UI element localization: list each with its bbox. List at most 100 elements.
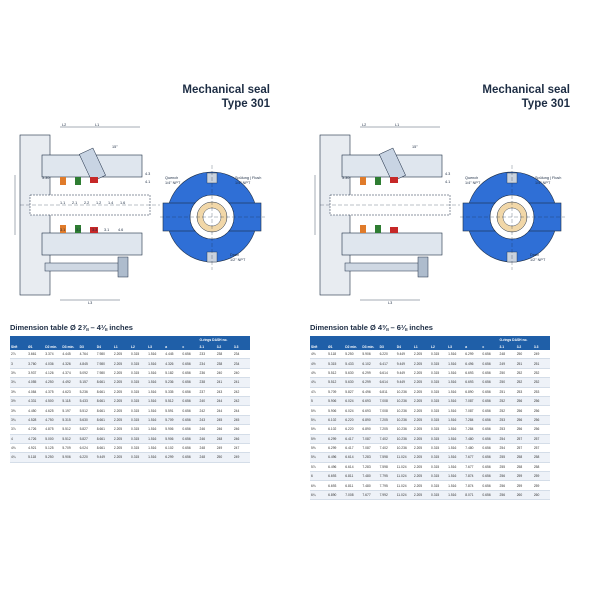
table-cell: 8.661: [95, 396, 113, 407]
table-cell: 7.008: [344, 490, 362, 501]
table-cell: 259: [532, 471, 550, 482]
dim-4-1-label: 4.1: [445, 180, 451, 184]
table-cell: 258: [515, 452, 533, 463]
table-cell: 4.726: [27, 424, 45, 435]
table-cell: 5.512: [327, 368, 345, 379]
table-cell: 1.516: [147, 405, 165, 416]
table-cell: 8.661: [95, 434, 113, 444]
column-header: D4: [95, 343, 113, 350]
table-cell: 248: [198, 452, 216, 463]
table-cell: 2.205: [412, 405, 430, 416]
table-cell: 6.811: [378, 387, 396, 397]
table-cell: 1.516: [147, 368, 165, 379]
table-cell: 11.024: [395, 471, 413, 482]
table-cell: 6.693: [327, 480, 345, 491]
table-cell: 256: [515, 405, 533, 416]
table-cell: 2.205: [112, 434, 130, 444]
table-cell: 0.656: [181, 415, 199, 426]
table-cell: 6.417: [378, 358, 396, 369]
table-cell: 0.315: [429, 480, 448, 491]
table-cell: 5¾: [310, 452, 328, 463]
table-cell: 5.125: [44, 443, 62, 454]
table-cell: 1.516: [447, 358, 465, 369]
title-line-2: Type 301: [521, 98, 570, 110]
table-cell: 245: [215, 415, 233, 426]
table-cell: 2.205: [412, 434, 430, 444]
table-cell: 6.693: [361, 396, 379, 407]
table-cell: 0.315: [129, 424, 148, 435]
table-cell: 5.512: [61, 424, 79, 435]
quench-label: Quench: [465, 176, 479, 180]
column-header: Ø1: [327, 343, 345, 350]
table-cell: 245: [232, 415, 250, 426]
table-cell: 6¼: [310, 490, 328, 501]
table-cell: 240: [232, 368, 250, 379]
table-cell: 4.126: [44, 368, 62, 379]
table-cell: 8.661: [95, 405, 113, 416]
table-title: Dimension table Ø 4⅜ – 6⅛ inches: [310, 323, 433, 332]
table-cell: 6.024: [78, 443, 96, 454]
table-cell: 11.024: [395, 462, 413, 473]
flush-thread-label: 1/4" NPT: [535, 181, 551, 185]
table-cell: 6.024: [344, 405, 362, 416]
table-cell: 5.118: [61, 396, 79, 407]
table-cell: 0.656: [181, 452, 199, 463]
dim-3-30-label: 3.30: [42, 176, 50, 180]
table-cell: 6.693: [327, 471, 345, 482]
table-cell: 4.528: [27, 415, 45, 426]
table-cell: 259: [515, 480, 533, 491]
table-cell: 5.236: [78, 387, 96, 397]
table-cell: 241: [215, 377, 233, 388]
table-cell: 238: [215, 358, 233, 369]
table-cell: 4.036: [44, 358, 62, 369]
table-cell: 4.726: [27, 434, 45, 444]
table-cell: 5.315: [61, 415, 79, 426]
table-cell: 10.236: [395, 415, 413, 426]
table-cell: 242: [198, 405, 216, 416]
table-cell: 7.677: [361, 490, 379, 501]
title-line-1: Mechanical seal: [182, 84, 270, 96]
table-cell: 5.827: [78, 434, 96, 444]
table-cell: 234: [232, 350, 250, 360]
table-cell: 5.315: [327, 358, 345, 369]
table-cell: 2.205: [112, 443, 130, 454]
column-header: D2 min.: [344, 343, 362, 350]
table-cell: 0.656: [181, 405, 199, 416]
angle-label: 15°: [412, 145, 418, 149]
table-cell: 237: [198, 387, 216, 397]
column-header: 3.3: [532, 343, 550, 350]
table-cell: 251: [515, 358, 533, 369]
table-cell: 0.315: [129, 377, 148, 388]
table-cell: 0.315: [429, 452, 448, 463]
table-cell: 5.000: [44, 434, 62, 444]
table-cell: 6.496: [361, 387, 379, 397]
table-cell: 1.516: [447, 452, 465, 463]
column-header: L2: [129, 343, 148, 350]
table-cell: 257: [515, 443, 533, 454]
table-cell: 7.087: [464, 396, 482, 407]
table-cell: 0.315: [429, 443, 448, 454]
table-cell: 257: [532, 443, 550, 454]
table-cell: 5¼: [310, 415, 328, 426]
table-cell: 0.315: [129, 350, 148, 360]
dim-3-30-label: 3.30: [342, 176, 350, 180]
table-cell: 236: [198, 368, 216, 379]
table-cell: 2.205: [112, 424, 130, 435]
table-cell: 4.331: [27, 396, 45, 407]
table-cell: 6.220: [344, 424, 362, 435]
pos-label: 1.1: [60, 201, 66, 205]
table-cell: 6: [310, 471, 328, 482]
table-cell: 6.417: [344, 434, 362, 444]
table-cell: 246: [198, 434, 216, 444]
table-cell: 3⅞: [10, 424, 28, 435]
column-header: D3: [378, 343, 396, 350]
table-cell: 5⅜: [310, 424, 328, 435]
table-cell: 260: [515, 490, 533, 501]
table-title: Dimension table Ø 2⅞ – 4⅛ inches: [10, 323, 133, 332]
table-cell: 7.480: [464, 443, 482, 454]
column-header: D3: [78, 343, 96, 350]
table-cell: 3.937: [27, 368, 45, 379]
